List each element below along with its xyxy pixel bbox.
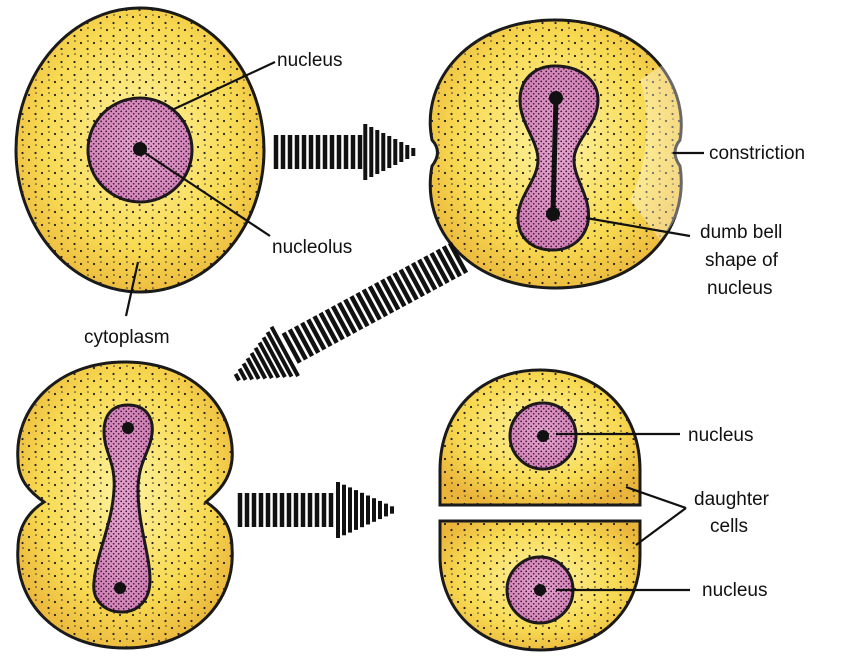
daughter-leader-bottom bbox=[636, 508, 686, 545]
label-nucleus-daughter-bottom: nucleus bbox=[702, 580, 768, 601]
arrow-stage2-to-stage3 bbox=[236, 243, 467, 380]
label-daughter-2: cells bbox=[710, 516, 748, 537]
label-cytoplasm: cytoplasm bbox=[84, 327, 170, 348]
stage3-cell bbox=[18, 362, 233, 648]
label-dumbbell-2: shape of bbox=[705, 250, 779, 271]
daughter-cell-top bbox=[440, 370, 640, 505]
label-nucleus-daughter-top: nucleus bbox=[688, 425, 754, 446]
arrow-stage3-to-stage4 bbox=[240, 482, 392, 538]
label-constriction: constriction bbox=[709, 143, 805, 164]
label-nucleolus: nucleolus bbox=[272, 237, 352, 258]
stage2-cell bbox=[430, 20, 691, 288]
label-nucleus-top: nucleus bbox=[277, 50, 343, 71]
arrow-stage1-to-stage2 bbox=[276, 124, 413, 180]
stage1-cell bbox=[16, 8, 264, 292]
label-dumbbell-1: dumb bell bbox=[700, 222, 782, 243]
daughter-cell-bottom bbox=[440, 521, 640, 650]
daughter-top-nucleus bbox=[510, 403, 576, 469]
label-daughter-1: daughter bbox=[694, 489, 770, 510]
label-dumbbell-3: nucleus bbox=[707, 278, 773, 299]
